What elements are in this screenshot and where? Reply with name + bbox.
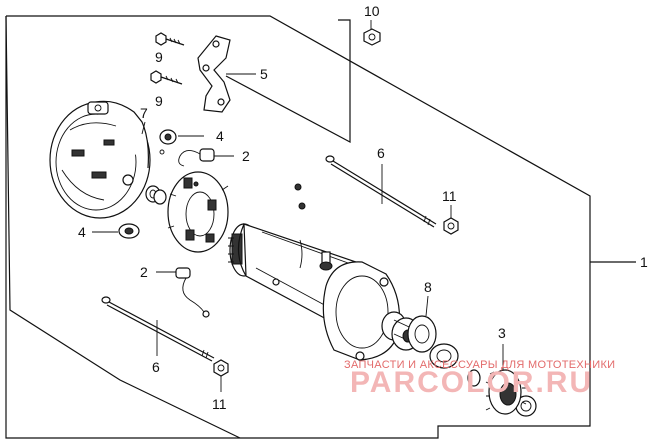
watermark-brand: PARCOLOR.RU [350,366,593,399]
assembly-outline-inner [5,15,241,439]
callout-5: 5 [260,66,268,82]
callout-7: 7 [140,105,148,121]
screw-dot-2 [298,202,306,210]
callout-11b: 11 [212,396,227,412]
assembly-outline [5,15,591,439]
callout-7-leader [141,121,146,135]
callout-2b: 2 [140,264,148,280]
screw-dot-3 [193,181,199,187]
nut-11-lower [213,359,229,377]
callout-8-leader [425,295,429,317]
bracket-10-outline [225,19,351,143]
long-bolt-6-lower [101,296,215,362]
callout-8: 8 [424,279,432,295]
long-bolt-6-upper [325,155,437,228]
callout-9a: 9 [155,49,163,65]
callout-10: 10 [364,3,380,19]
brush-2-upper [178,148,215,167]
callout-6b: 6 [152,359,160,375]
callout-9b: 9 [155,93,163,109]
callout-1: 1 [640,254,648,270]
bolt-9-lower [150,70,183,85]
brush-2-lower [175,267,210,318]
o-rings-cover [145,185,167,205]
callout-11a: 11 [442,188,457,204]
callout-6a: 6 [377,145,385,161]
callout-4a: 4 [216,128,224,144]
washer-4-upper [159,129,177,155]
callout-2a: 2 [242,148,250,164]
bracket-5 [197,35,231,113]
motor-housing [228,223,421,361]
pinion-gear-3 [485,369,527,415]
front-washers [429,343,537,417]
seal-8 [407,315,437,353]
washer-4-left [118,223,140,239]
nut-11-right [443,217,459,235]
callout-3: 3 [498,325,506,341]
brush-holder-plate [167,171,229,253]
screw-dot-1 [294,183,302,191]
bolt-9-upper [155,32,185,46]
watermark-caption: ЗАПЧАСТИ И АКСЕССУАРЫ ДЛЯ МОТОТЕХНИКИ [344,359,615,371]
callout-4b: 4 [78,224,86,240]
nut-10 [363,28,381,46]
rear-cover-7 [49,100,151,219]
